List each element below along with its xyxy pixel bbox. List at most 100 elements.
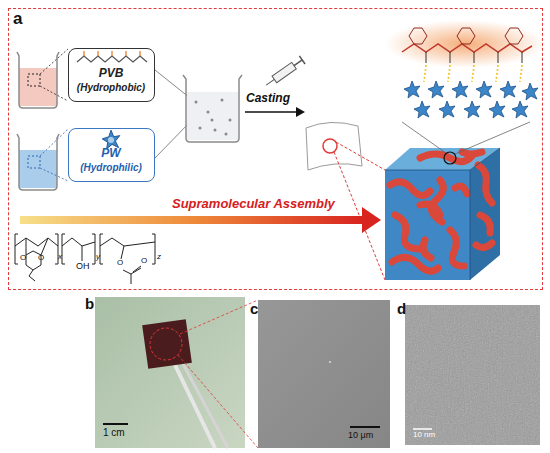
panel-letter: d	[397, 301, 406, 318]
side-group	[83, 51, 84, 56]
scale-label: 10 μm	[348, 431, 373, 441]
scale-bar	[413, 428, 432, 430]
bond	[82, 246, 83, 261]
arrow-head	[362, 207, 381, 233]
zoom-circle	[323, 139, 337, 153]
bond	[131, 274, 132, 284]
bond	[26, 238, 27, 255]
domain	[476, 243, 492, 248]
domain	[450, 230, 464, 266]
atom-label: OH	[76, 262, 90, 272]
material-property: (Hydrophilic)	[69, 162, 154, 173]
hydrogen-bond	[472, 65, 474, 82]
process-arrow	[245, 111, 297, 113]
bracket	[92, 234, 95, 264]
hydrogen-bonds	[424, 65, 522, 82]
atom-label: O	[20, 254, 26, 263]
propyl-chain	[29, 270, 35, 281]
bracket	[100, 234, 103, 264]
acetal-rings	[409, 28, 523, 44]
leader-line	[40, 86, 68, 101]
photo-panel: b1 cm	[95, 297, 245, 448]
syringe-icon	[263, 56, 305, 89]
pw-cluster	[522, 83, 538, 100]
pw-cluster	[452, 81, 468, 98]
leader-line	[40, 168, 68, 181]
syringe-needle	[266, 79, 274, 85]
domain	[390, 182, 430, 196]
acetal-ring	[505, 28, 523, 44]
zoom-line	[455, 122, 530, 154]
syringe-plunger	[299, 56, 305, 64]
cube-edge	[470, 170, 471, 280]
leader-line	[40, 49, 68, 74]
hydrogen-bond	[496, 65, 498, 82]
particle	[199, 127, 202, 130]
bracket	[15, 234, 18, 264]
photo-background	[95, 297, 245, 448]
cast-film	[306, 122, 362, 170]
atom-label: O	[117, 259, 123, 268]
zoom-line	[336, 142, 385, 170]
pw-cluster	[489, 101, 505, 118]
panel-letter: a	[13, 10, 22, 29]
atom-label: O	[141, 257, 147, 266]
mixing-line	[155, 122, 190, 158]
leader-line	[40, 129, 68, 156]
sem-panel: c10 μm	[258, 300, 390, 448]
callout-box: PVB(Hydrophobic)	[68, 48, 155, 102]
acetal-ring	[457, 28, 475, 44]
scale-label: 10 nm	[413, 431, 435, 440]
pvb-backbone	[402, 44, 532, 52]
domain	[480, 215, 490, 233]
syringe-barrel	[272, 62, 296, 82]
side-group	[97, 51, 98, 56]
zoom-circle	[150, 328, 182, 360]
particle	[225, 133, 228, 136]
tem-panel: d10 nm	[405, 305, 540, 445]
hydroxyl	[450, 52, 451, 63]
pvb-structure	[15, 234, 155, 284]
hydroxyl	[498, 52, 499, 63]
tweezer	[175, 365, 215, 448]
particle	[211, 119, 214, 122]
particle	[195, 101, 198, 104]
zoom-square	[28, 156, 40, 168]
bracket	[55, 234, 58, 264]
side-groups	[84, 51, 140, 56]
pw-cluster	[428, 81, 444, 98]
surface-particle	[329, 361, 331, 363]
scale-label: 1 cm	[103, 427, 125, 438]
zoom-line	[178, 355, 258, 448]
zoom-circle	[444, 152, 456, 164]
syringe-plunger	[294, 60, 302, 66]
hydroxyl	[426, 52, 427, 63]
domain	[455, 186, 467, 194]
hydroxyl-groups	[426, 52, 522, 63]
acetal-ring	[409, 28, 427, 44]
subscript-label: x	[58, 253, 62, 262]
scale-bar	[103, 423, 128, 425]
bond	[123, 268, 141, 274]
particle	[207, 111, 210, 114]
hydroxyl	[522, 52, 523, 63]
domain	[395, 215, 421, 249]
pw-cluster	[512, 101, 528, 118]
subscript-label: z	[157, 253, 161, 262]
domain	[420, 204, 440, 215]
backbone	[62, 238, 95, 246]
bond	[133, 266, 141, 272]
zoom-line	[402, 122, 446, 153]
bond	[121, 246, 124, 259]
side-group	[125, 51, 126, 56]
panel-frame: aPVB(Hydrophobic) PW(Hydrophilic)	[8, 8, 543, 290]
particle	[221, 99, 224, 102]
sem-image	[258, 300, 390, 448]
panel-letter: c	[250, 301, 258, 318]
callout-box: PW(Hydrophilic)	[68, 128, 155, 182]
tem-image	[405, 305, 540, 445]
cube-edge	[385, 148, 500, 170]
pw-cluster	[404, 81, 420, 98]
bond	[41, 238, 48, 255]
